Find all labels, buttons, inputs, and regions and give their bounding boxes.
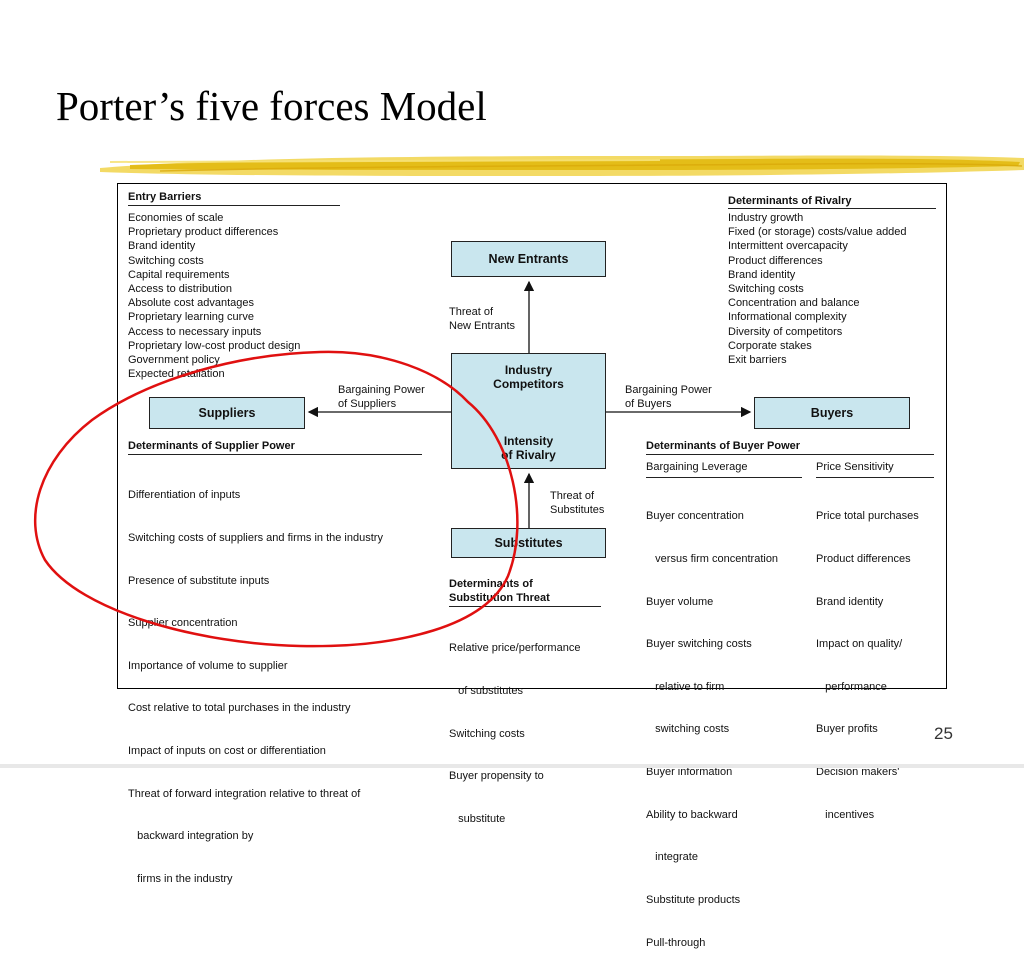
buyer-power-rule — [646, 454, 934, 455]
slide-title: Porter’s five forces Model — [56, 83, 487, 129]
list-item: Proprietary product differences — [128, 226, 279, 239]
list-item: Price total purchases — [816, 510, 919, 523]
supplier-power-heading: Determinants of Supplier Power — [128, 440, 295, 452]
list-item: Buyer concentration — [646, 510, 744, 523]
threat-substitutes-label-2: Substitutes — [550, 504, 605, 516]
intensity-of-rivalry-line-2: of Rivalry — [501, 448, 556, 462]
list-item: Substitute products — [646, 893, 741, 906]
list-item: Capital requirements — [128, 268, 230, 281]
bargaining-leverage-rule — [646, 477, 802, 478]
industry-competitors-line-1: Industry — [504, 363, 553, 377]
buyer-power-heading: Determinants of Buyer Power — [646, 440, 801, 452]
substitution-threat-heading-1: Determinants of — [449, 578, 533, 590]
list-item: Product differences — [816, 553, 911, 566]
list-item: Fixed (or storage) costs/value added — [728, 226, 907, 239]
list-item: switching costs — [646, 723, 730, 736]
list-item: Switching costs — [128, 254, 204, 267]
list-item: Absolute cost advantages — [128, 297, 254, 310]
price-sensitivity-rule — [816, 477, 934, 478]
list-item: firms in the industry — [128, 872, 233, 885]
substitution-threat-heading-2: Substitution Threat — [449, 592, 550, 604]
substitutes-box: Substitutes — [451, 528, 606, 558]
threat-new-entrants-label-2: New Entrants — [449, 320, 516, 332]
list-item: Supplier concentration — [128, 617, 238, 630]
threat-new-entrants-label-1: Threat of — [449, 306, 494, 318]
list-item: of substitutes — [449, 685, 523, 698]
list-item: Proprietary low-cost product design — [128, 339, 301, 352]
list-item: Concentration and balance — [728, 297, 860, 310]
price-sensitivity-heading: Price Sensitivity — [816, 461, 894, 473]
list-item: Differentiation of inputs — [128, 489, 241, 502]
list-item: Access to necessary inputs — [128, 325, 262, 338]
list-item: Diversity of competitors — [728, 325, 843, 338]
list-item: Switching costs — [449, 727, 525, 740]
list-item: versus firm concentration — [646, 553, 779, 566]
brush-stroke-divider — [100, 155, 1024, 176]
bargaining-leverage-list: Buyer concentration versus firm concentr… — [646, 481, 778, 964]
list-item: substitute — [449, 812, 506, 825]
new-entrants-box: New Entrants — [451, 241, 606, 277]
list-item: Intermittent overcapacity — [728, 240, 848, 253]
entry-barriers-rule — [128, 205, 340, 206]
list-item: Impact of inputs on cost or differentiat… — [128, 745, 326, 758]
list-item: integrate — [646, 851, 698, 864]
intensity-of-rivalry-line-1: Intensity — [503, 434, 554, 448]
list-item: Proprietary learning curve — [128, 311, 254, 324]
list-item: performance — [816, 680, 887, 693]
list-item: Relative price/performance — [449, 642, 581, 655]
price-sensitivity-list: Price total purchases Product difference… — [816, 481, 919, 836]
bargaining-leverage-heading: Bargaining Leverage — [646, 461, 748, 473]
list-item: Buyer volume — [646, 595, 714, 608]
entry-barriers-heading: Entry Barriers — [128, 191, 202, 203]
page-number: 25 — [934, 724, 953, 743]
supplier-bargaining-label-2: of Suppliers — [338, 398, 397, 410]
buyer-bargaining-label-2: of Buyers — [625, 398, 672, 410]
list-item: Pull-through — [646, 936, 706, 949]
substitution-threat-rule — [449, 606, 601, 607]
list-item: Access to distribution — [128, 283, 232, 296]
list-item: Informational complexity — [728, 311, 847, 324]
buyer-bargaining-label-1: Bargaining Power — [625, 384, 712, 396]
list-item: backward integration by — [128, 830, 254, 843]
list-item: Buyer profits — [816, 723, 878, 736]
list-item: Exit barriers — [728, 354, 787, 367]
industry-competitors-box: Industry Competitors Intensity of Rivalr… — [451, 353, 606, 469]
list-item: Switching costs — [728, 283, 804, 296]
list-item: Brand identity — [728, 268, 796, 281]
rivalry-heading: Determinants of Rivalry — [728, 195, 852, 207]
list-item: Industry growth — [728, 212, 804, 224]
supplier-bargaining-label-1: Bargaining Power — [338, 384, 425, 396]
list-item: Switching costs of suppliers and firms i… — [128, 532, 383, 545]
entry-barriers-list: Economies of scale Proprietary product d… — [128, 211, 300, 381]
substitution-threat-list: Relative price/performance of substitute… — [449, 613, 580, 840]
list-item: incentives — [816, 808, 875, 821]
list-item: Corporate stakes — [728, 339, 812, 352]
industry-competitors-line-2: Competitors — [493, 377, 564, 391]
list-item: Economies of scale — [128, 212, 224, 224]
list-item: Brand identity — [128, 240, 196, 253]
list-item: Buyer switching costs — [646, 638, 752, 651]
list-item: Importance of volume to supplier — [128, 659, 288, 672]
list-item: relative to firm — [646, 680, 725, 693]
list-item: Presence of substitute inputs — [128, 574, 270, 587]
list-item: Cost relative to total purchases in the … — [128, 702, 351, 715]
list-item: Product differences — [728, 254, 823, 267]
threat-substitutes-label-1: Threat of — [550, 490, 595, 502]
suppliers-box: Suppliers — [149, 397, 305, 429]
rivalry-list: Industry growth Fixed (or storage) costs… — [728, 211, 907, 367]
list-item: Threat of forward integration relative t… — [128, 787, 361, 800]
list-item: Brand identity — [816, 595, 884, 608]
bottom-strip — [0, 764, 1024, 768]
list-item: Ability to backward — [646, 808, 738, 821]
supplier-power-list: Differentiation of inputs Switching cost… — [128, 460, 383, 900]
rivalry-rule — [728, 208, 936, 209]
list-item: Buyer propensity to — [449, 770, 544, 783]
supplier-power-rule — [128, 454, 422, 455]
buyers-box: Buyers — [754, 397, 910, 429]
list-item: Impact on quality/ — [816, 638, 903, 651]
